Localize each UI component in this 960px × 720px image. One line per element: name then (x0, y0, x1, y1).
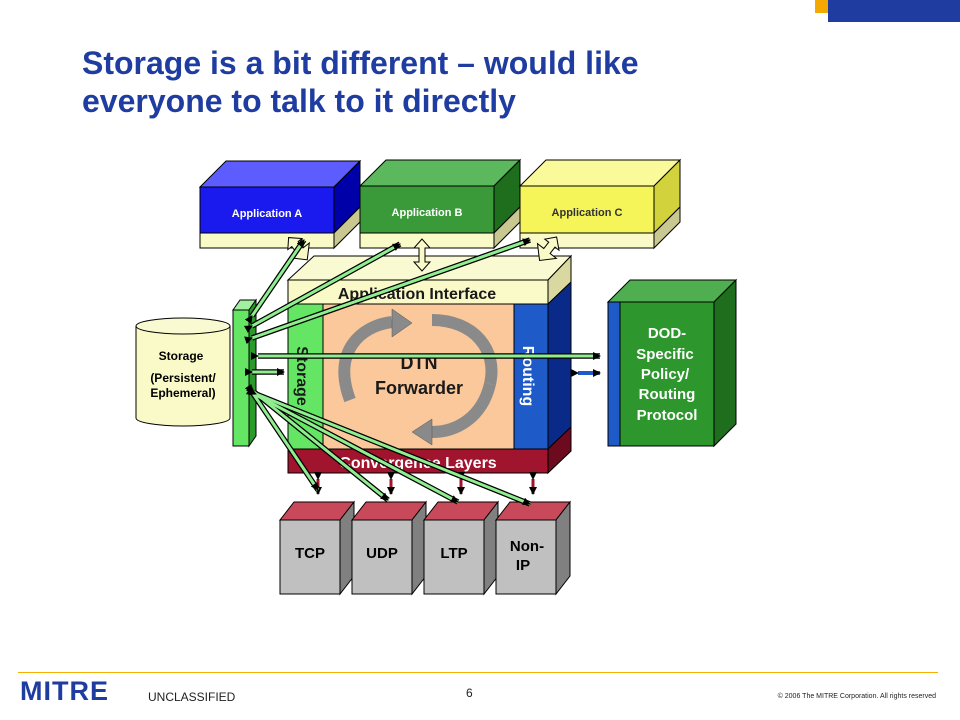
storage-cylinder (135, 317, 231, 427)
transport-ltp-label: LTP (440, 545, 467, 562)
mitre-logo: MITRE (20, 676, 109, 706)
slide-title-line2: everyone to talk to it directly (82, 83, 516, 119)
dod-box-line4: Routing (639, 386, 696, 403)
application-b-box: Application B (358, 158, 522, 250)
storage-cylinder-line3: Ephemeral) (150, 386, 215, 400)
transport-udp-label: UDP (366, 545, 398, 562)
transport-non-ip-label-line1: Non- (510, 538, 544, 555)
page-number: 6 (466, 686, 473, 700)
storage-cylinder-line1: Storage (159, 349, 204, 363)
copyright-notice: © 2006 The MITRE Corporation. All rights… (777, 693, 936, 700)
application-c-label: Application C (552, 207, 623, 219)
dod-box-line5: Protocol (637, 407, 698, 424)
slide-title-line1: Storage is a bit different – would like (82, 45, 639, 81)
application-b-label: Application B (392, 207, 463, 219)
application-c-box: Application C (518, 158, 682, 250)
application-a-label: Application A (232, 208, 303, 220)
footer-divider (18, 672, 938, 673)
transport-tcp-label: TCP (295, 545, 325, 562)
transport-non-ip-label-line2: IP (516, 557, 530, 574)
blue-accent-bar (828, 0, 960, 22)
transport-box-tcp: TCP (278, 500, 356, 596)
transport-box-non-ip: Non- IP (494, 500, 572, 596)
dod-policy-box (606, 278, 738, 448)
dod-box-line1: DOD- (648, 325, 686, 342)
transport-box-udp: UDP (350, 500, 428, 596)
application-a-box: Application A (198, 159, 362, 250)
transport-box-ltp: LTP (422, 500, 500, 596)
forwarder-label-line2: Forwarder (375, 378, 463, 398)
orange-accent-square (815, 0, 828, 13)
storage-cylinder-line2: (Persistent/ (150, 371, 216, 385)
classification-label: UNCLASSIFIED (148, 690, 236, 704)
slide-title: Storage is a bit different – would like … (82, 44, 842, 120)
dod-box-line3: Policy/ (641, 366, 690, 383)
dod-box-line2: Specific (636, 346, 694, 363)
storage-access-arrows (243, 237, 601, 507)
